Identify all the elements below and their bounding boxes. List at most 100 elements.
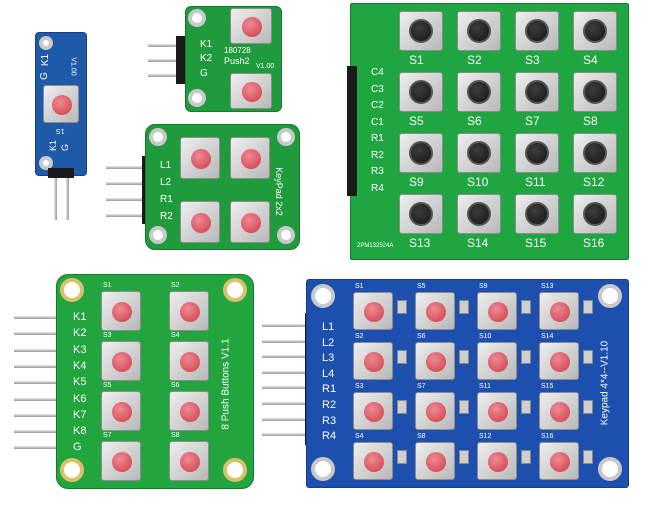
key-button-2[interactable]	[230, 137, 270, 179]
key-button[interactable]	[353, 392, 393, 430]
header-pin	[262, 324, 312, 327]
switch-label: S5	[103, 382, 112, 389]
button-cap	[409, 141, 433, 165]
pin-label: K4	[73, 359, 87, 372]
push-button[interactable]	[169, 391, 209, 431]
key-button[interactable]	[573, 72, 617, 112]
button-cap	[467, 19, 491, 43]
header-pin	[14, 446, 62, 450]
mount-hole	[149, 128, 167, 146]
header-pin	[262, 339, 312, 343]
mount-hole	[60, 458, 84, 482]
push-button[interactable]	[101, 341, 141, 381]
key-button[interactable]	[477, 342, 517, 380]
header-pin	[14, 430, 62, 434]
push-button[interactable]	[43, 85, 79, 123]
switch-label: S16	[541, 433, 554, 440]
mount-hole	[311, 284, 335, 308]
header-pin	[262, 433, 312, 437]
key-button-3[interactable]	[180, 201, 220, 243]
switch-label: S11	[525, 175, 546, 189]
switch-label: S6	[467, 114, 482, 128]
button-cap	[525, 19, 549, 43]
switch-label: S13	[409, 236, 431, 250]
button-cap	[241, 213, 261, 233]
label-g: G	[38, 72, 50, 80]
mount-hole	[223, 458, 247, 482]
push-button-2[interactable]	[230, 73, 272, 109]
header-pin	[14, 381, 62, 385]
key-button[interactable]	[457, 11, 501, 51]
key-button[interactable]	[515, 11, 559, 51]
key-button[interactable]	[415, 342, 455, 380]
header-pin	[106, 198, 152, 201]
key-button[interactable]	[353, 292, 393, 330]
key-button[interactable]	[477, 442, 517, 480]
label-k1-bottom: K1	[48, 139, 59, 152]
key-button[interactable]	[399, 133, 443, 173]
key-button[interactable]	[415, 392, 455, 430]
pin-label-r1: R1	[160, 194, 173, 205]
key-button[interactable]	[353, 442, 393, 480]
single-button-board: K1 G V1.00 1S K1 G	[35, 32, 87, 176]
mount-hole	[60, 278, 84, 302]
key-button[interactable]	[399, 72, 443, 112]
push-button[interactable]	[169, 291, 209, 331]
button-cap	[180, 452, 200, 472]
push-button[interactable]	[101, 391, 141, 431]
pin-label: C1	[371, 116, 384, 128]
button-cap	[112, 352, 132, 372]
key-button[interactable]	[573, 133, 617, 173]
button-cap	[409, 202, 433, 226]
button-cap	[488, 352, 508, 372]
push-button[interactable]	[101, 441, 141, 481]
switch-label: S3	[103, 332, 112, 339]
push-button[interactable]	[169, 341, 209, 381]
push2-board: K1 K2 G 180728 Push2 V1.00	[185, 6, 282, 112]
key-button-1[interactable]	[180, 137, 220, 179]
key-button[interactable]	[457, 133, 501, 173]
pin-label: R4	[322, 430, 337, 443]
key-button[interactable]	[539, 292, 579, 330]
key-button[interactable]	[477, 292, 517, 330]
pin-label: L3	[322, 352, 335, 365]
button-cap	[426, 302, 446, 322]
key-button[interactable]	[515, 133, 559, 173]
key-button[interactable]	[539, 342, 579, 380]
pin-label: K5	[73, 376, 87, 389]
header-pin	[148, 44, 188, 47]
label-g-bottom: G	[60, 143, 71, 152]
push-button[interactable]	[101, 291, 141, 331]
key-button[interactable]	[515, 194, 559, 234]
switch-label: S5	[417, 283, 426, 290]
pin-label: K2	[73, 327, 87, 340]
key-button[interactable]	[415, 442, 455, 480]
key-button[interactable]	[415, 292, 455, 330]
pin-label: R3	[322, 414, 337, 427]
key-button[interactable]	[399, 194, 443, 234]
label-switch: 1S	[56, 127, 65, 134]
switch-label: S10	[467, 175, 489, 189]
button-cap	[180, 402, 200, 422]
label-k1: K1	[40, 53, 52, 67]
push-button[interactable]	[169, 441, 209, 481]
key-button[interactable]	[515, 72, 559, 112]
push-button-1[interactable]	[230, 8, 272, 44]
key-button[interactable]	[457, 72, 501, 112]
key-button[interactable]	[539, 392, 579, 430]
key-button[interactable]	[399, 11, 443, 51]
smd-component	[459, 350, 469, 364]
key-button[interactable]	[457, 194, 501, 234]
smd-component	[459, 450, 469, 464]
header-pin	[262, 417, 312, 421]
smd-component	[459, 300, 469, 314]
key-button[interactable]	[573, 11, 617, 51]
key-button[interactable]	[477, 392, 517, 430]
key-button[interactable]	[539, 442, 579, 480]
key-button-4[interactable]	[230, 201, 270, 243]
switch-label: S14	[467, 236, 489, 250]
pin-label: R1	[322, 383, 337, 396]
key-button[interactable]	[353, 342, 393, 380]
key-button[interactable]	[573, 194, 617, 234]
